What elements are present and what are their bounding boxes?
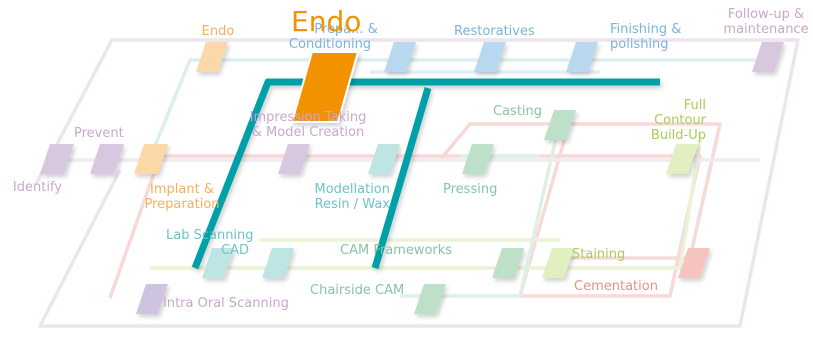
label-modellation-2: Resin / Wax xyxy=(314,197,390,212)
label-casting: Casting xyxy=(493,104,543,119)
label-staining: Staining xyxy=(572,247,626,262)
node-modellation xyxy=(368,144,400,174)
node-endo-small xyxy=(196,42,228,72)
route-teal-branch xyxy=(371,87,432,269)
label-intra-oral: Intra Oral Scanning xyxy=(163,296,289,311)
node-intra-oral xyxy=(136,284,168,314)
label-finishing-1: Finishing & xyxy=(610,22,682,37)
label-cementation: Cementation xyxy=(574,279,658,294)
label-impression-2: & Model Creation xyxy=(251,125,365,140)
node-finishing xyxy=(566,42,598,72)
node-chairside xyxy=(414,284,446,314)
rail-lavender-outer xyxy=(34,38,800,328)
label-chairside-cam: Chairside CAM xyxy=(310,283,405,298)
label-full-1: Full xyxy=(683,98,706,113)
label-conditioning-top: Prepa... & xyxy=(314,22,378,37)
diagram-title: Endo xyxy=(291,5,362,38)
node-prevent xyxy=(90,144,124,174)
label-prevent: Prevent xyxy=(74,126,124,141)
label-implant-2: Preparation xyxy=(144,197,220,212)
node-cam xyxy=(492,248,524,278)
node-full-contour xyxy=(666,144,698,174)
label-cad: CAD xyxy=(221,243,249,258)
node-endo-highlight xyxy=(290,51,360,123)
node-implant xyxy=(134,144,168,174)
node-restoratives xyxy=(474,42,506,72)
node-cementation xyxy=(678,248,710,278)
rail-salmon-2 xyxy=(438,122,722,260)
route-teal-main xyxy=(191,78,660,270)
node-pressing xyxy=(462,144,494,174)
label-cam-frameworks: CAM Frameworks xyxy=(340,243,453,258)
rail-salmon-1 xyxy=(108,154,702,299)
label-restoratives: Restoratives xyxy=(454,24,535,39)
node-identify xyxy=(40,144,74,174)
node-lab-scanning xyxy=(202,248,234,278)
label-followup-2: maintenance xyxy=(723,22,809,37)
node-staining xyxy=(542,248,574,278)
node-cad xyxy=(262,248,294,278)
label-modellation-1: Modellation xyxy=(314,182,390,197)
label-endo-small: Endo xyxy=(201,24,235,39)
label-impression-1: Impression Taking xyxy=(249,110,367,125)
label-finishing-2: polishing xyxy=(610,37,669,52)
label-implant-1: Implant & xyxy=(150,182,214,197)
rail-green-1 xyxy=(150,139,702,270)
label-identify: Identify xyxy=(12,180,62,195)
label-full-3: Build-Up xyxy=(650,128,706,143)
label-conditioning: Conditioning xyxy=(288,37,372,52)
node-conditioning-blue xyxy=(384,42,416,72)
node-impression xyxy=(278,144,310,174)
label-followup-1: Follow-up & xyxy=(727,7,805,22)
label-pressing: Pressing xyxy=(443,182,498,197)
label-full-2: Contour xyxy=(654,113,706,128)
node-followup xyxy=(752,42,784,72)
label-lab-scanning: Lab Scanning xyxy=(166,228,254,243)
node-casting xyxy=(544,110,576,140)
